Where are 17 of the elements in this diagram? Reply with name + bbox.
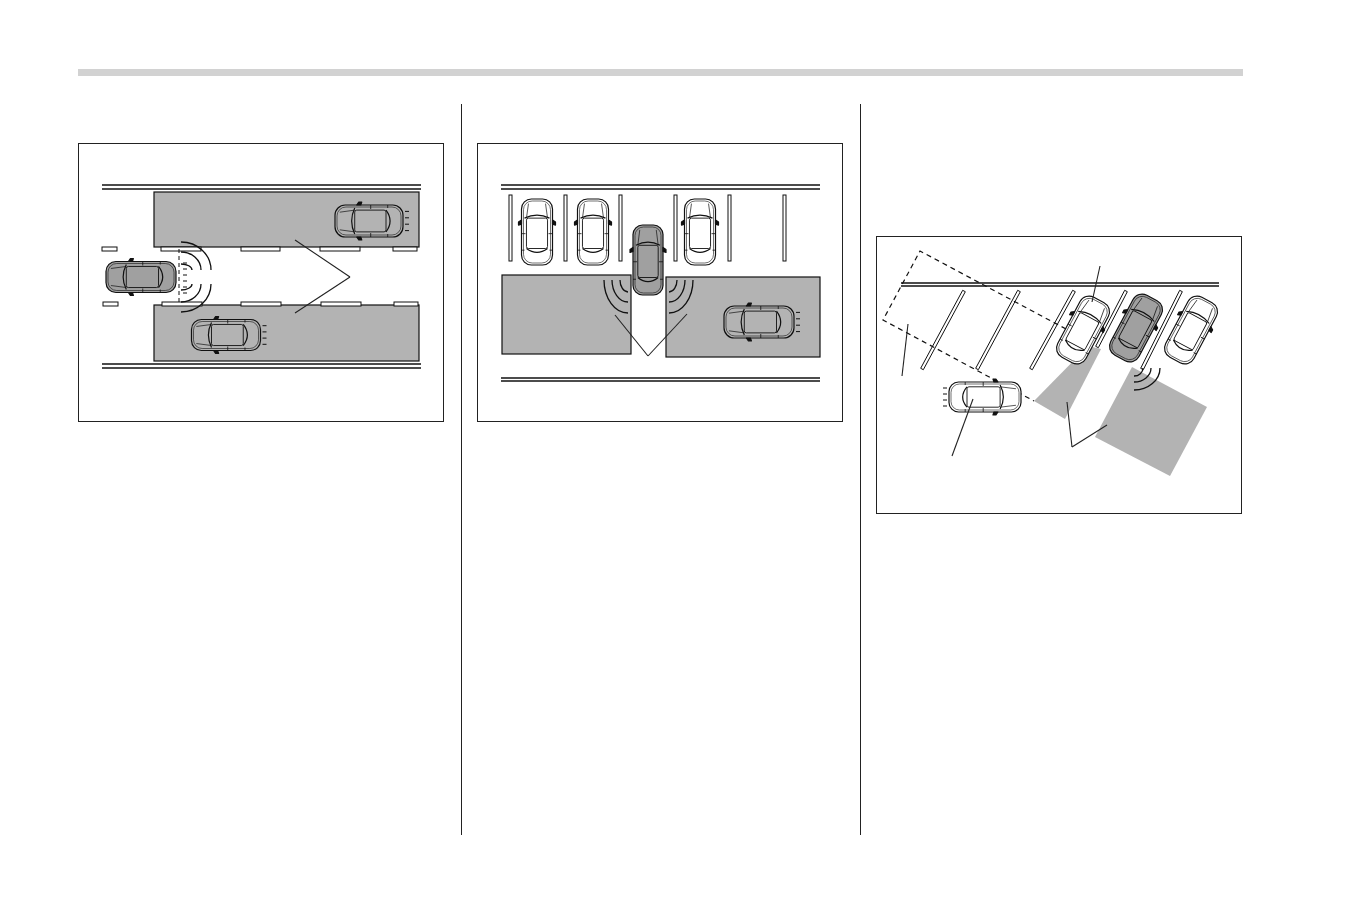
leader-line	[901, 323, 909, 377]
shaded-area	[153, 191, 420, 248]
shaded-area	[1095, 367, 1207, 476]
leader-line	[614, 314, 649, 357]
leader-line	[647, 313, 688, 357]
car-drawing	[942, 378, 1022, 416]
shaded-area	[501, 274, 632, 355]
leader-line	[294, 239, 351, 278]
shaded-area	[153, 304, 420, 362]
dashed-outline-area	[882, 250, 1067, 402]
shaded-area	[665, 276, 821, 358]
leader-line	[1066, 401, 1073, 448]
leader-line	[1071, 424, 1108, 448]
leader-line	[1091, 265, 1101, 303]
leader-line	[951, 398, 974, 457]
leader-line	[294, 276, 351, 314]
shaded-area	[1034, 346, 1101, 419]
